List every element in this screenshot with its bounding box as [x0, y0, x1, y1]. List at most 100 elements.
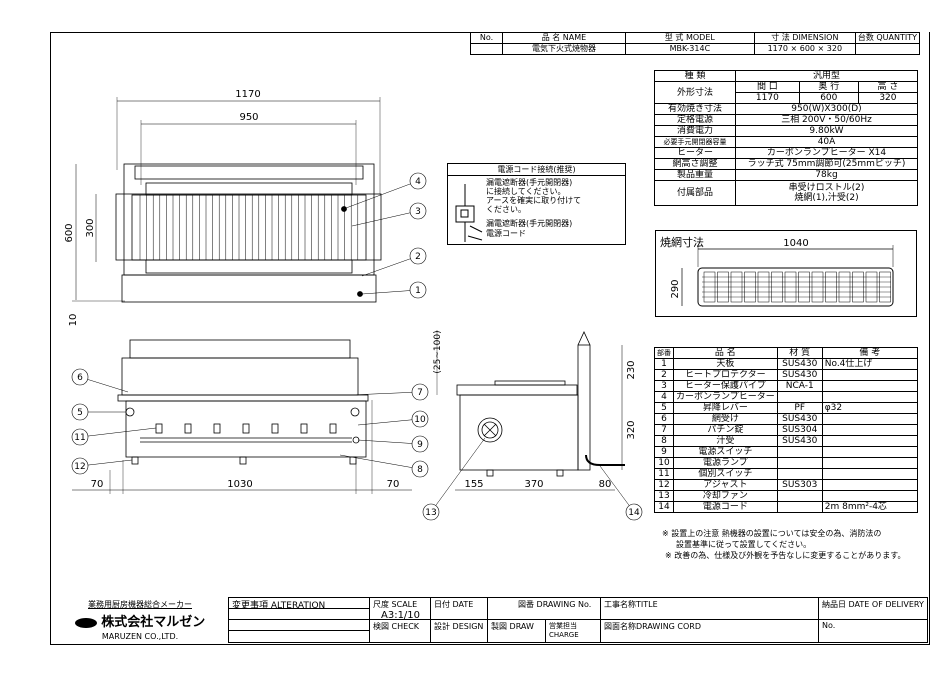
switch-icon	[155, 423, 163, 434]
callout-circle	[411, 383, 429, 401]
leader-line	[361, 255, 419, 277]
power-cord-instructions: 漏電遮断器(手元開閉器) に接続してください。 アースを確実に取り付けて くださ…	[486, 178, 581, 214]
spec-label: 付属部品	[654, 180, 736, 206]
row-name: 電気下火式焼物器	[501, 43, 626, 55]
alteration-row	[228, 630, 370, 643]
callout-circle	[625, 503, 643, 521]
dim-70-right: 70	[387, 479, 400, 490]
breaker-symbol-icon	[455, 184, 483, 242]
dim-155: 155	[464, 479, 483, 490]
callout-number: 10	[414, 415, 426, 425]
grill-drawing: 1040 290	[670, 238, 894, 307]
scale-value: A3:1/10	[381, 610, 421, 621]
maker-logo-block: 業務用厨房機器総合メーカー 株式会社マルゼン MARUZEN CO.,LTD.	[52, 597, 228, 643]
switch-icon	[213, 423, 221, 434]
callout-number: 6	[77, 373, 83, 383]
switch-icon	[300, 423, 308, 434]
leader-line	[357, 439, 421, 445]
individual-switches	[155, 423, 337, 434]
dim-600: 600	[64, 223, 75, 242]
callout-number: 8	[417, 465, 423, 475]
row-no	[470, 43, 503, 55]
grill-depth-label: 290	[670, 279, 681, 298]
sheet-frame	[50, 32, 930, 645]
power-cord-box: 電源コード接続(推奨) 漏電遮断器(手元開閉器) に接続してください。 アースを…	[447, 163, 626, 245]
scale-label: 尺度 SCALE	[373, 600, 418, 609]
callout-number: 3	[415, 207, 421, 217]
leader-line	[361, 289, 419, 295]
callout-number: 9	[417, 440, 423, 450]
switch-icon	[271, 423, 279, 434]
switch-icon	[184, 423, 192, 434]
plan-view: 1170 950 600 300 10	[64, 89, 382, 327]
grill-mesh	[702, 271, 891, 303]
callout-circle	[71, 457, 89, 475]
spec-table: 種 類汎用型 外形寸法 間 口 奥 行 高 さ 1170 600 320 有効焼…	[654, 70, 919, 206]
dim-10: 10	[68, 314, 79, 327]
switch-icon	[329, 423, 337, 434]
spec-value: 焼網(1),汁受(2)	[794, 193, 859, 203]
callout-number: 13	[425, 508, 436, 518]
label-breaker: 漏電遮断器(手元開閉器)	[486, 219, 573, 228]
drawing-no-label: 図番 DRAWING No.	[487, 597, 601, 620]
instruction-line: ください。	[486, 205, 526, 214]
callout-circle	[409, 172, 427, 190]
parts-cell: 2	[654, 369, 674, 381]
parts-cell: 2m 8mm²-4芯	[821, 501, 919, 513]
row-dimension: 1170 × 600 × 320	[753, 43, 856, 55]
heater-bars	[139, 195, 359, 260]
parts-cell: 14	[654, 501, 674, 513]
dim-950: 950	[239, 112, 258, 123]
spec-value-accessories: 串受けロストル(2)焼網(1),汁受(2)	[735, 180, 918, 206]
logo-mark-icon	[74, 617, 97, 628]
leader-line	[345, 180, 419, 209]
callout-number: 14	[628, 508, 640, 518]
draw-label: 製図 DRAW	[487, 619, 546, 643]
callout-circle	[409, 281, 427, 299]
notes: ※ 設置上の注意 熱機器の設置については安全の為、消防法の 設置基準に従って設置…	[662, 528, 905, 561]
callout-number: 2	[415, 252, 421, 262]
dim-300: 300	[85, 218, 96, 237]
leader-line	[339, 454, 421, 470]
check-label: 検図 CHECK	[369, 619, 431, 643]
instruction-line: 漏電遮断器(手元開閉器)	[486, 178, 573, 187]
dim-1170: 1170	[235, 89, 260, 100]
callout-number: 1	[415, 286, 421, 296]
label-cord: 電源コード	[486, 229, 526, 238]
callout-circle	[71, 368, 89, 386]
leader-line	[351, 210, 419, 227]
switch-icon	[242, 423, 250, 434]
company-name-en: MARUZEN CO.,LTD.	[101, 632, 179, 641]
callout-number: 11	[74, 433, 85, 443]
dim-25-100: (25~100)	[433, 330, 443, 373]
technical-drawings: 1170 950 600 300 10	[64, 89, 643, 521]
spec-value: 串受けロストル(2)	[788, 183, 865, 193]
instruction-line: アースを確実に取り付けて	[486, 196, 582, 205]
power-cord-title: 電源コード接続(推奨)	[448, 164, 625, 176]
callout-circle	[71, 428, 89, 446]
sheet-frame-top	[50, 32, 470, 33]
dim-1030: 1030	[227, 479, 252, 490]
callout-circle	[411, 460, 429, 478]
dim-230: 230	[626, 360, 637, 379]
callout-circle	[411, 410, 429, 428]
grill-box-title: 焼網寸法	[660, 236, 704, 249]
grill-dimension-box: 焼網寸法 1040 290	[655, 230, 917, 317]
leader-line	[357, 418, 421, 426]
dim-370: 370	[524, 479, 543, 490]
title-label: 工事名称TITLE	[600, 597, 819, 620]
dim-80: 80	[599, 479, 612, 490]
dim-320: 320	[626, 420, 637, 439]
design-label: 設計 DESIGN	[430, 619, 488, 643]
maker-tagline: 業務用厨房機器総合メーカー	[88, 600, 192, 609]
instruction-line: に接続してください。	[486, 187, 566, 196]
grill-width-label: 1040	[783, 238, 808, 249]
note-line: ※ 改善の為、仕様及び外観を予告なしに変更することがあります。	[665, 551, 906, 560]
